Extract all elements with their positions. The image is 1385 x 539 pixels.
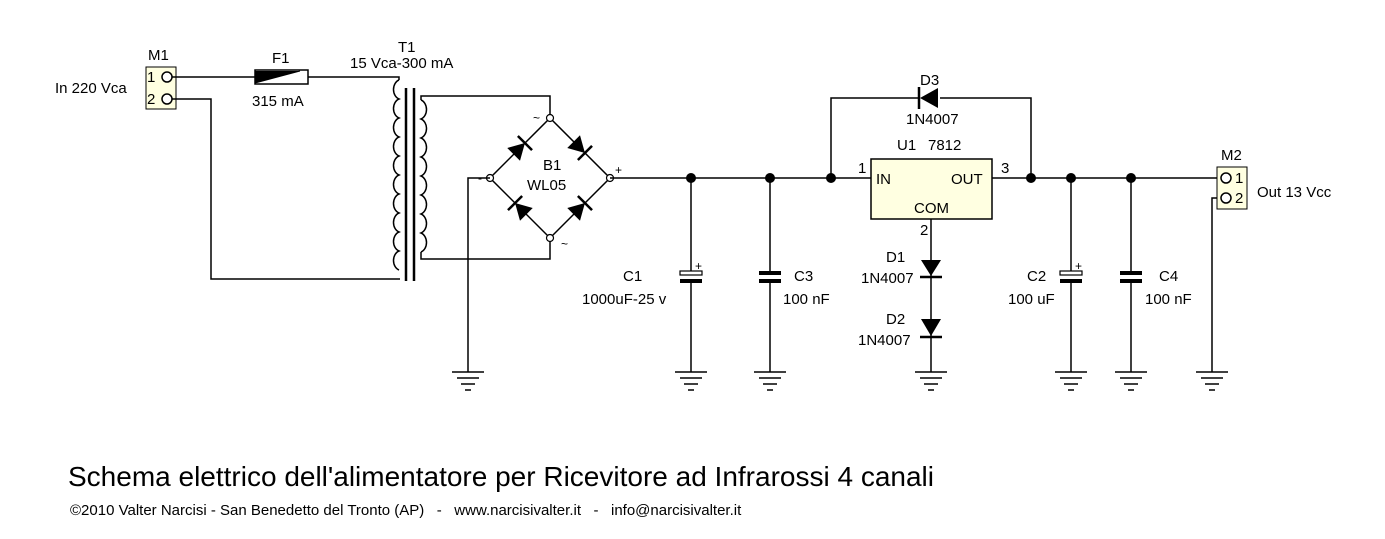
junction-dot xyxy=(1026,173,1036,183)
m1-pin2-label: 2 xyxy=(147,91,155,108)
wire-m1-pin2-to-primary xyxy=(172,98,400,280)
d2-ref-label: D2 xyxy=(886,311,905,328)
d1-ref-label: D1 xyxy=(886,249,905,266)
b1-ac1-label: ~ xyxy=(533,111,540,125)
bridge-rectifier-b1 xyxy=(485,113,615,243)
c3-value-label: 100 nF xyxy=(783,291,830,308)
b1-value-label: WL05 xyxy=(527,177,566,194)
d3-value-label: 1N4007 xyxy=(906,111,959,128)
u1-pin-in-number: 1 xyxy=(858,160,866,177)
fuse-f1 xyxy=(254,69,309,85)
u1-ref-label: U1 xyxy=(897,137,916,154)
wire-d3-cathode xyxy=(940,97,1032,178)
transformer-t1 xyxy=(370,76,551,281)
diode-d1 xyxy=(920,260,942,279)
wire-d3-anode xyxy=(830,97,918,178)
c1-ref-label: C1 xyxy=(623,268,642,285)
ground-symbol xyxy=(915,371,947,391)
capacitor-c1 xyxy=(679,270,703,283)
d2-value-label: 1N4007 xyxy=(858,332,911,349)
diode-d3 xyxy=(917,87,938,109)
f1-ref-label: F1 xyxy=(272,50,290,67)
capacitor-c4 xyxy=(1120,271,1142,283)
capacitor-c3 xyxy=(759,271,781,283)
b1-ref-label: B1 xyxy=(543,157,561,174)
diagram-title: Schema elettrico dell'alimentatore per R… xyxy=(68,461,934,492)
wire-bridge-minus-ground xyxy=(467,177,490,372)
u1-value-label: 7812 xyxy=(928,137,961,154)
output-voltage-label: Out 13 Vcc xyxy=(1257,184,1332,201)
c1-polarity-mark: + xyxy=(695,259,702,273)
c2-ref-label: C2 xyxy=(1027,268,1046,285)
u1-com-label: COM xyxy=(914,200,949,217)
m2-pin1-label: 1 xyxy=(1235,170,1243,187)
input-voltage-label: In 220 Vca xyxy=(55,80,127,97)
u1-pin-com-number: 2 xyxy=(920,222,928,239)
u1-in-label: IN xyxy=(876,171,891,188)
u1-out-label: OUT xyxy=(951,171,983,188)
ground-symbol xyxy=(754,371,786,391)
c1-value-label: 1000uF-25 v xyxy=(582,291,667,308)
b1-ac2-label: ~ xyxy=(561,237,568,251)
t1-value-label: 15 Vca-300 mA xyxy=(350,55,453,72)
ground-symbol xyxy=(675,371,707,391)
b1-plus-label: + xyxy=(615,163,622,177)
capacitor-c2 xyxy=(1059,270,1083,283)
junction-dot xyxy=(826,173,836,183)
u1-pin-out-number: 3 xyxy=(1001,160,1009,177)
c2-polarity-mark: + xyxy=(1075,259,1082,273)
c2-value-label: 100 uF xyxy=(1008,291,1055,308)
ground-symbol xyxy=(1196,371,1228,391)
t1-ref-label: T1 xyxy=(398,39,416,56)
connector-m2 xyxy=(1216,166,1248,210)
m1-ref-label: M1 xyxy=(148,47,169,64)
m1-pin1-label: 1 xyxy=(147,69,155,86)
ground-symbol xyxy=(1055,371,1087,391)
ground-symbol xyxy=(452,371,484,391)
diode-d2 xyxy=(920,319,942,339)
m2-pin2-label: 2 xyxy=(1235,190,1243,207)
c4-ref-label: C4 xyxy=(1159,268,1178,285)
ground-symbol xyxy=(1115,371,1147,391)
c3-ref-label: C3 xyxy=(794,268,813,285)
d1-value-label: 1N4007 xyxy=(861,270,914,287)
connector-m1 xyxy=(145,66,177,110)
regulator-u1 xyxy=(870,158,993,220)
m2-ref-label: M2 xyxy=(1221,147,1242,164)
wire-m2-pin2-ground xyxy=(1211,197,1220,372)
credits-line: ©2010 Valter Narcisi - San Benedetto del… xyxy=(70,502,742,519)
c4-value-label: 100 nF xyxy=(1145,291,1192,308)
f1-value-label: 315 mA xyxy=(252,93,304,110)
d3-ref-label: D3 xyxy=(920,72,939,89)
